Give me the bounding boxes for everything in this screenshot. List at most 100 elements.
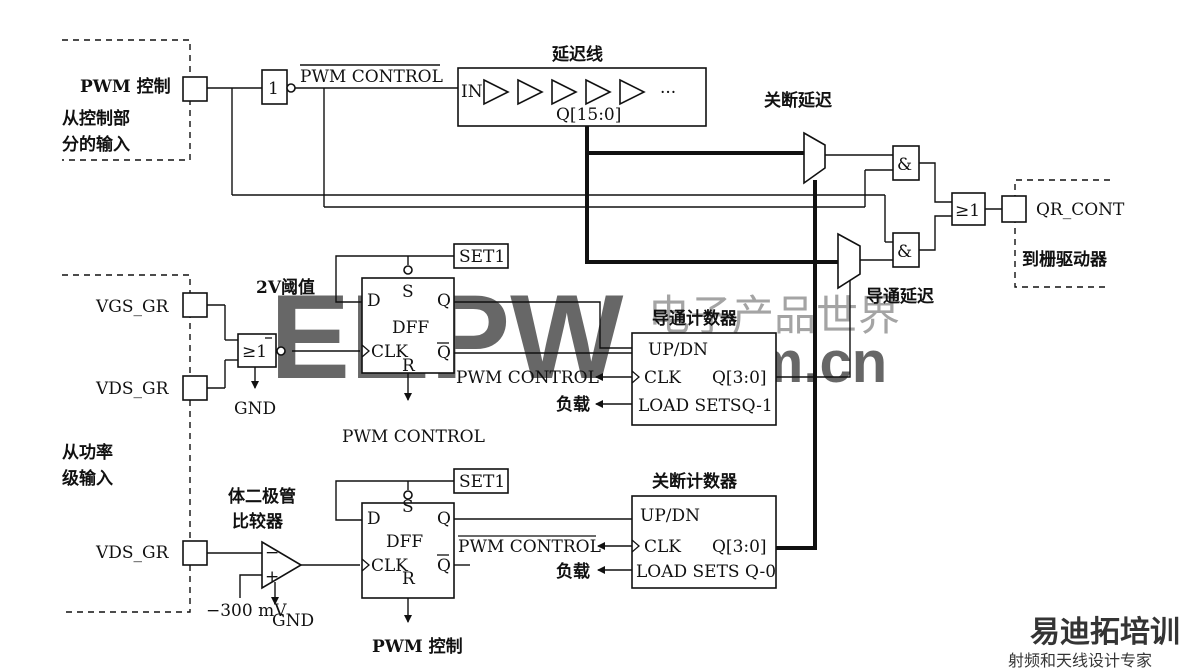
- label-load-sets-q0: LOAD SETS Q-0: [636, 562, 776, 582]
- on-delay-mux: [837, 232, 861, 290]
- buffer-1: [483, 78, 510, 106]
- set1-box-2: [453, 468, 509, 494]
- label-dff1-d: D: [367, 291, 381, 311]
- label-dff2-d: D: [367, 509, 381, 529]
- label-diode-comparator-2: 比较器: [232, 511, 284, 532]
- dff-2: [361, 502, 455, 599]
- label-pwm-control-input: PWM 控制: [80, 76, 171, 97]
- bus-lines: [585, 126, 838, 550]
- label-dff1-s: S: [402, 282, 414, 302]
- label-pwm-ctrl-bottom: PWM 控制: [372, 636, 463, 657]
- not-gate: [261, 69, 288, 105]
- delay-bus-to-off-mux: [585, 126, 804, 155]
- label-dff1-qbar: Q: [437, 343, 451, 363]
- power-input-boundary: [62, 274, 191, 613]
- label-dff1-q: Q: [437, 291, 451, 311]
- label-from-control-2: 分的输入: [62, 134, 130, 155]
- dff-1-set-bubble: [403, 265, 413, 275]
- and-gate-1: [892, 145, 920, 181]
- off-delay-mux: [803, 131, 826, 185]
- off-counter-bus: [776, 180, 817, 550]
- label-delay-line: 延迟线: [551, 44, 603, 65]
- pin-pwm-control: [182, 76, 208, 102]
- label-dff1: DFF: [392, 318, 429, 338]
- label-on-up-dn: UP/DN: [648, 340, 708, 360]
- watermark-corner-subtitle: 射频和天线设计专家: [1008, 651, 1152, 670]
- label-op-plus: +: [265, 567, 279, 587]
- label-not-gate: 1: [268, 79, 279, 99]
- label-300mv: −300 mV: [206, 601, 287, 621]
- label-ellipsis: ···: [660, 83, 676, 103]
- label-to-gate-driver: 到栅驱动器: [1022, 249, 1108, 270]
- comparator-output-bubble: [276, 346, 286, 356]
- off-counter-block: [631, 495, 777, 589]
- label-op-minus: −: [265, 543, 279, 563]
- label-off-up-dn: UP/DN: [640, 506, 700, 526]
- label-dff2-s: S: [402, 497, 414, 517]
- dff-1: [361, 277, 455, 374]
- label-pwm-control-on: PWM CONTROL: [456, 368, 599, 388]
- label-on-clk: CLK: [644, 368, 681, 388]
- set1-box-1: [453, 243, 509, 269]
- label-off-q-3-0: Q[3:0]: [712, 537, 767, 557]
- label-from-power-2: 级输入: [62, 468, 113, 489]
- buffer-2: [517, 78, 544, 106]
- pin-vds-gr-2: [182, 540, 208, 566]
- label-comparator-1: ≥1: [242, 342, 267, 362]
- on-counter-block: [631, 332, 777, 426]
- watermark-corner-title: 易迪拓培训: [1030, 615, 1180, 649]
- components: [182, 67, 1027, 599]
- label-dff1-r: R: [402, 356, 416, 376]
- diode-comparator: [261, 540, 303, 590]
- label-or: ≥1: [955, 201, 980, 221]
- label-from-power-1: 从功率: [62, 442, 113, 463]
- label-load-setsq1: LOAD SETSQ-1: [638, 396, 773, 416]
- label-on-counter: 导通计数器: [652, 308, 738, 329]
- buffer-4: [585, 78, 612, 106]
- label-diode-comparator-1: 体二极管: [228, 486, 296, 507]
- or-gate: [951, 192, 986, 226]
- label-q-15-0: Q[15:0]: [556, 105, 621, 125]
- label-vgs-gr: VGS_GR: [95, 297, 170, 317]
- label-dff2-q: Q: [437, 509, 451, 529]
- pin-vds-gr-1: [182, 375, 208, 401]
- pin-qr-cont: [1001, 195, 1027, 223]
- label-in: IN: [461, 82, 483, 102]
- text-labels: PWM 控制 从控制部 分的输入 1 PWM CONTROL 延迟线 IN Q[…: [62, 44, 1125, 657]
- buffer-3: [551, 78, 578, 106]
- label-dff2: DFF: [386, 532, 423, 552]
- delay-bus-to-on-mux: [585, 153, 838, 264]
- label-pwm-control-top: PWM CONTROL: [300, 67, 443, 87]
- clock-marks: [265, 337, 640, 572]
- label-set1-2: SET1: [459, 472, 505, 492]
- label-dff2-r: R: [402, 569, 416, 589]
- label-load-off: 负载: [556, 561, 590, 582]
- label-off-delay: 关断延迟: [764, 90, 832, 111]
- dff-2-set-bubble: [403, 490, 413, 500]
- label-off-counter: 关断计数器: [652, 471, 738, 492]
- watermark-cn-text: 电子产品世界: [648, 291, 900, 340]
- buffer-5: [619, 78, 646, 106]
- label-and-1: &: [897, 155, 912, 175]
- label-dff2-qbar: Q: [437, 556, 451, 576]
- label-dff1-clk: CLK: [371, 342, 408, 362]
- label-and-2: &: [897, 242, 912, 262]
- label-pwm-control-mid: PWM CONTROL: [342, 427, 485, 447]
- label-load-on: 负载: [556, 394, 590, 415]
- label-vds-gr-2: VDS_GR: [95, 543, 170, 563]
- label-set1-1: SET1: [459, 247, 505, 267]
- label-vds-gr-1: VDS_GR: [95, 379, 170, 399]
- pin-vgs-gr: [182, 292, 208, 318]
- output-boundary: [1014, 179, 1110, 288]
- label-2v-threshold: 2V阈值: [256, 277, 315, 298]
- label-gnd-2: GND: [272, 611, 314, 631]
- label-gnd-1: GND: [234, 399, 276, 419]
- label-from-control-1: 从控制部: [62, 108, 130, 129]
- label-qr-cont: QR_CONT: [1036, 200, 1125, 220]
- and-gate-2: [892, 232, 920, 268]
- label-pwm-control-off: PWM CONTROL: [458, 537, 601, 557]
- threshold-comparator: [237, 333, 277, 368]
- not-gate-bubble: [286, 83, 296, 93]
- label-on-delay: 导通延迟: [866, 286, 934, 307]
